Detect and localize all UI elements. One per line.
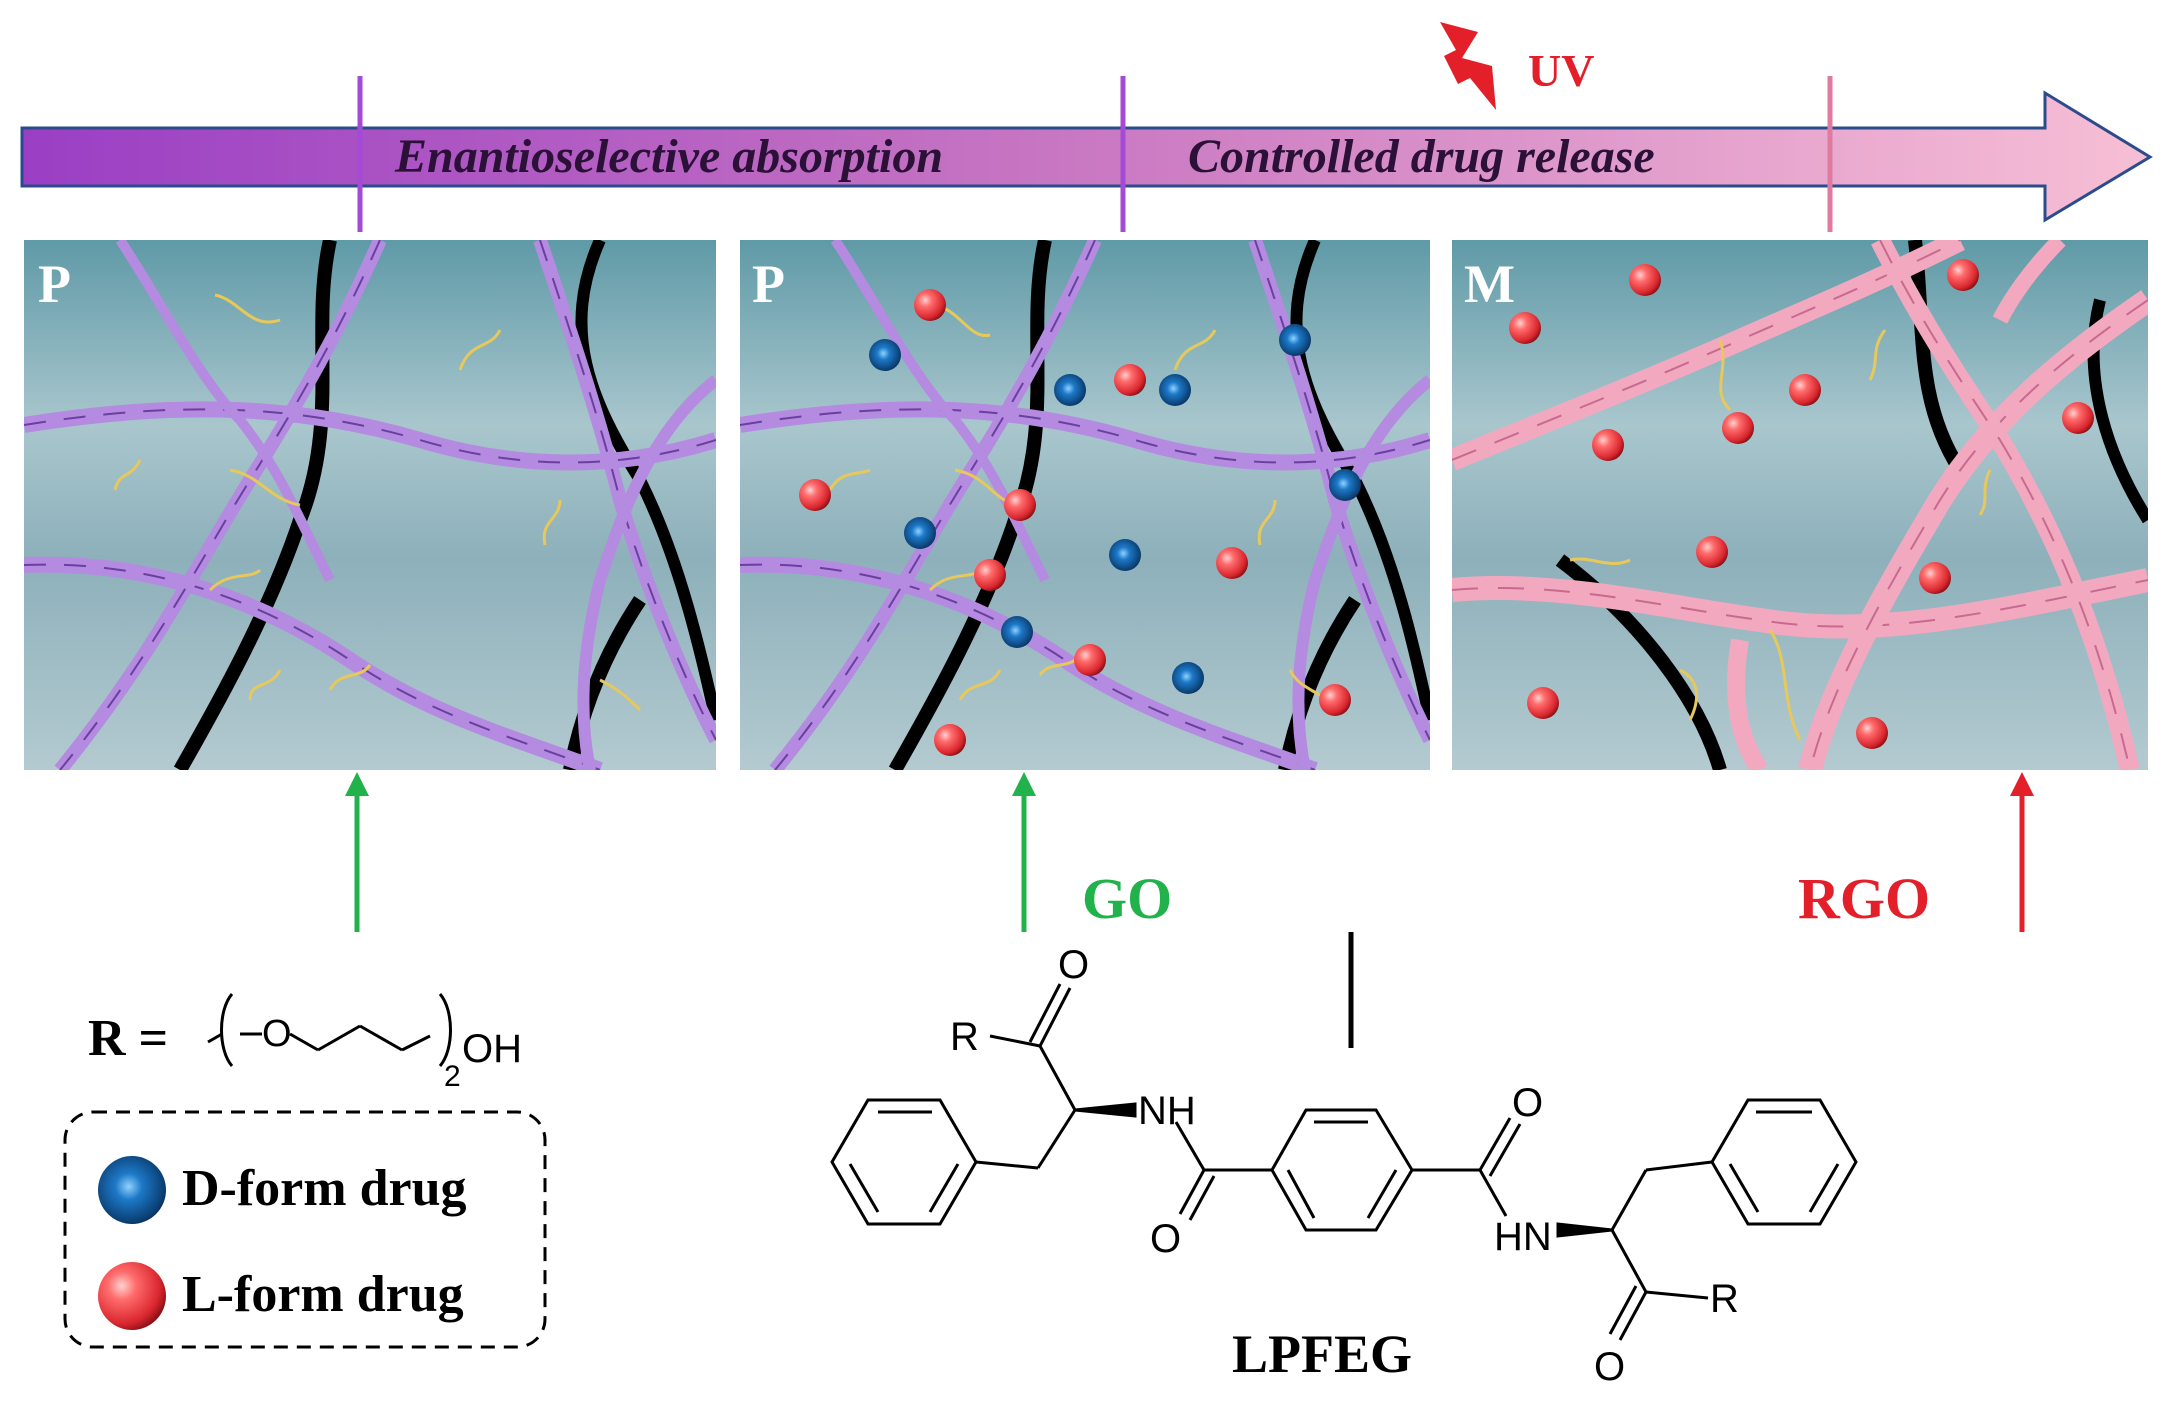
lpfeg-nh-left: NH: [1138, 1089, 1196, 1133]
panel-1-state-label: P: [38, 254, 71, 314]
r-hydroxyl: OH: [462, 1027, 522, 1071]
lpfeg-structure: [830, 983, 1858, 1341]
r-equals-label: R =: [88, 1010, 168, 1067]
d-form-drugs-panel-2: [869, 324, 1361, 694]
gel-panel-2: P: [740, 240, 1430, 770]
lpfeg-r-right: R: [1710, 1277, 1739, 1321]
gel-panel-1: P: [24, 240, 716, 770]
branch-connector: [345, 772, 2034, 1048]
lpfeg-hn-right: HN: [1494, 1215, 1552, 1259]
lpfeg-r-left: R: [950, 1015, 979, 1059]
phase-controlled-drug-release: Controlled drug release: [1188, 130, 1655, 183]
go-label: GO: [1082, 866, 1172, 931]
l-form-drug-icon: [98, 1262, 166, 1330]
d-form-drug-label: D-form drug: [182, 1160, 467, 1217]
lpfeg-oxygen-bottom-right: O: [1594, 1345, 1625, 1389]
phase-enantioselective-absorption: Enantioselective absorption: [394, 130, 943, 183]
r-repeat-subscript: 2: [444, 1060, 461, 1093]
gel-panel-3: M: [1452, 240, 2148, 770]
lpfeg-name: LPFEG: [1232, 1324, 1412, 1384]
lightning-bolt-icon: [1440, 22, 1496, 110]
lpfeg-oxygen-bottom-left: O: [1150, 1217, 1181, 1261]
r-oxygen-atom: O: [262, 1013, 292, 1055]
l-form-drugs-panel-3: [1509, 259, 2094, 749]
lpfeg-oxygen-top-left: O: [1058, 943, 1089, 987]
panel-3-state-label: M: [1464, 254, 1515, 314]
panel-2-state-label: P: [752, 254, 785, 314]
r-group-definition: R = O 2 OH: [88, 993, 522, 1093]
l-form-drugs-panel-2: [799, 289, 1351, 756]
d-form-drug-icon: [98, 1156, 166, 1224]
lpfeg-oxygen-top-right: O: [1512, 1081, 1543, 1125]
rgo-label: RGO: [1798, 866, 1930, 931]
uv-label: UV: [1528, 45, 1594, 96]
l-form-drug-label: L-form drug: [182, 1266, 464, 1323]
drug-legend: D-form drug L-form drug: [63, 1110, 547, 1349]
phase-divider-lines: [357, 76, 1833, 232]
